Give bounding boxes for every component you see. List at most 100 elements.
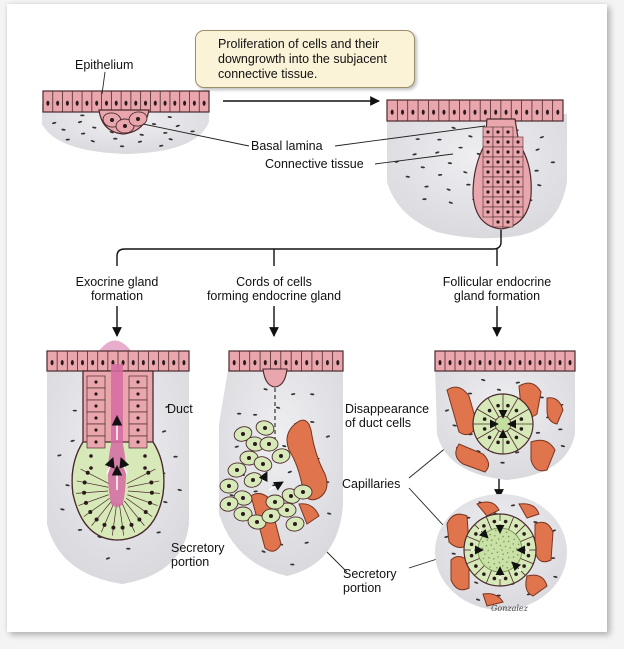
nucleus [486,140,490,144]
nucleus [305,360,309,366]
nucleus [65,100,69,106]
nucleus [538,360,542,366]
nucleus [120,525,125,530]
nucleus [522,532,526,536]
nucleus [143,454,147,458]
nucleus [486,130,490,134]
connective-nucleus [263,388,268,391]
cell-wall [509,408,530,421]
label-epithelium: Epithelium [75,58,134,72]
figure-frame: Proliferation of cells and their downgro… [7,4,607,632]
nucleus [494,109,498,115]
nucleus [267,442,271,446]
nucleus [516,140,520,144]
cords-endocrine-panel [219,350,344,576]
cell-wall [124,500,145,526]
gland-development-diagram [42,71,576,610]
connective-nucleus [139,133,144,136]
cords-secretion-arrows [258,471,284,491]
label-exocrine-line-1: Exocrine gland [75,275,159,289]
nucleus [526,542,531,547]
nucleus [94,416,98,420]
nucleus [274,360,278,366]
connective-nucleus [452,424,457,427]
nucleus [492,576,497,581]
cell-wall [508,570,515,584]
nucleus [241,432,245,436]
nucleus [516,160,520,164]
nucleus [253,442,257,446]
nucleus [136,428,140,432]
nucleus [269,514,273,518]
nucleus [482,417,487,421]
cell-wall [111,503,117,536]
nucleus [152,360,155,366]
nucleus [89,454,93,458]
follicle1-arrows [489,409,517,439]
connective-nucleus [448,201,453,204]
nucleus [104,100,108,106]
colloid-granule [486,539,488,541]
nucleus [496,150,500,154]
nucleus [558,360,562,366]
nucleus [516,180,520,184]
nucleus [243,360,247,366]
nucleus [85,470,90,475]
nucleus [111,360,115,366]
nucleus [263,426,267,430]
connective-nucleus [463,171,468,174]
nucleus [46,100,50,106]
colloid-granule [513,538,515,541]
nucleus [514,435,519,440]
nucleus [336,360,340,366]
nucleus [519,417,524,421]
nucleus [496,180,500,184]
nucleus [94,517,99,522]
label-secretory-cords-line-1: Secretory [343,567,397,581]
nucleus [111,525,116,530]
connective-nucleus [253,490,258,493]
connective-nucleus [282,445,287,448]
nucleus [94,440,98,444]
connective-nucleus [137,140,143,143]
connective-nucleus [558,428,563,431]
nucleus [60,360,64,366]
leader-connective-tissue [374,153,454,165]
nucleus [506,200,510,204]
connective-nucleus [159,144,164,147]
nucleus [473,109,477,115]
connective-nucleus [80,132,86,135]
label-capillaries: Capillaries [342,477,401,491]
nucleus [535,109,539,115]
leader-basal-lamina-right [334,125,486,147]
colloid-granule [485,544,488,547]
colloid-granule [484,553,486,555]
nucleus [514,572,518,576]
connective-nucleus [446,188,451,191]
label-follicular-line-1: Follicular endocrine [442,275,552,289]
nucleus [325,360,329,366]
label-secretory-exocrine-line-1: Secretory [171,541,225,555]
colloid-granule [504,545,507,548]
colloid-granule [488,556,490,559]
nucleus [241,512,245,516]
nucleus [70,360,74,366]
nucleus [172,360,176,366]
connective-nucleus [156,531,161,534]
nucleus [390,109,394,115]
branch-connector [116,230,502,266]
cell-wall [487,430,500,451]
nucleus [545,109,549,115]
connective-nucleus [458,146,463,149]
colloid-granule [489,533,492,536]
connective-nucleus [163,131,168,134]
nucleus [294,360,298,366]
colloid-granule [506,566,509,569]
colloid-granule [501,549,503,551]
connective-nucleus [474,581,479,584]
follicle-stage1-panel [434,350,576,480]
nucleus [432,109,436,115]
connective-nucleus [190,130,195,133]
connective-nucleus [405,175,410,178]
nucleus [284,360,288,366]
